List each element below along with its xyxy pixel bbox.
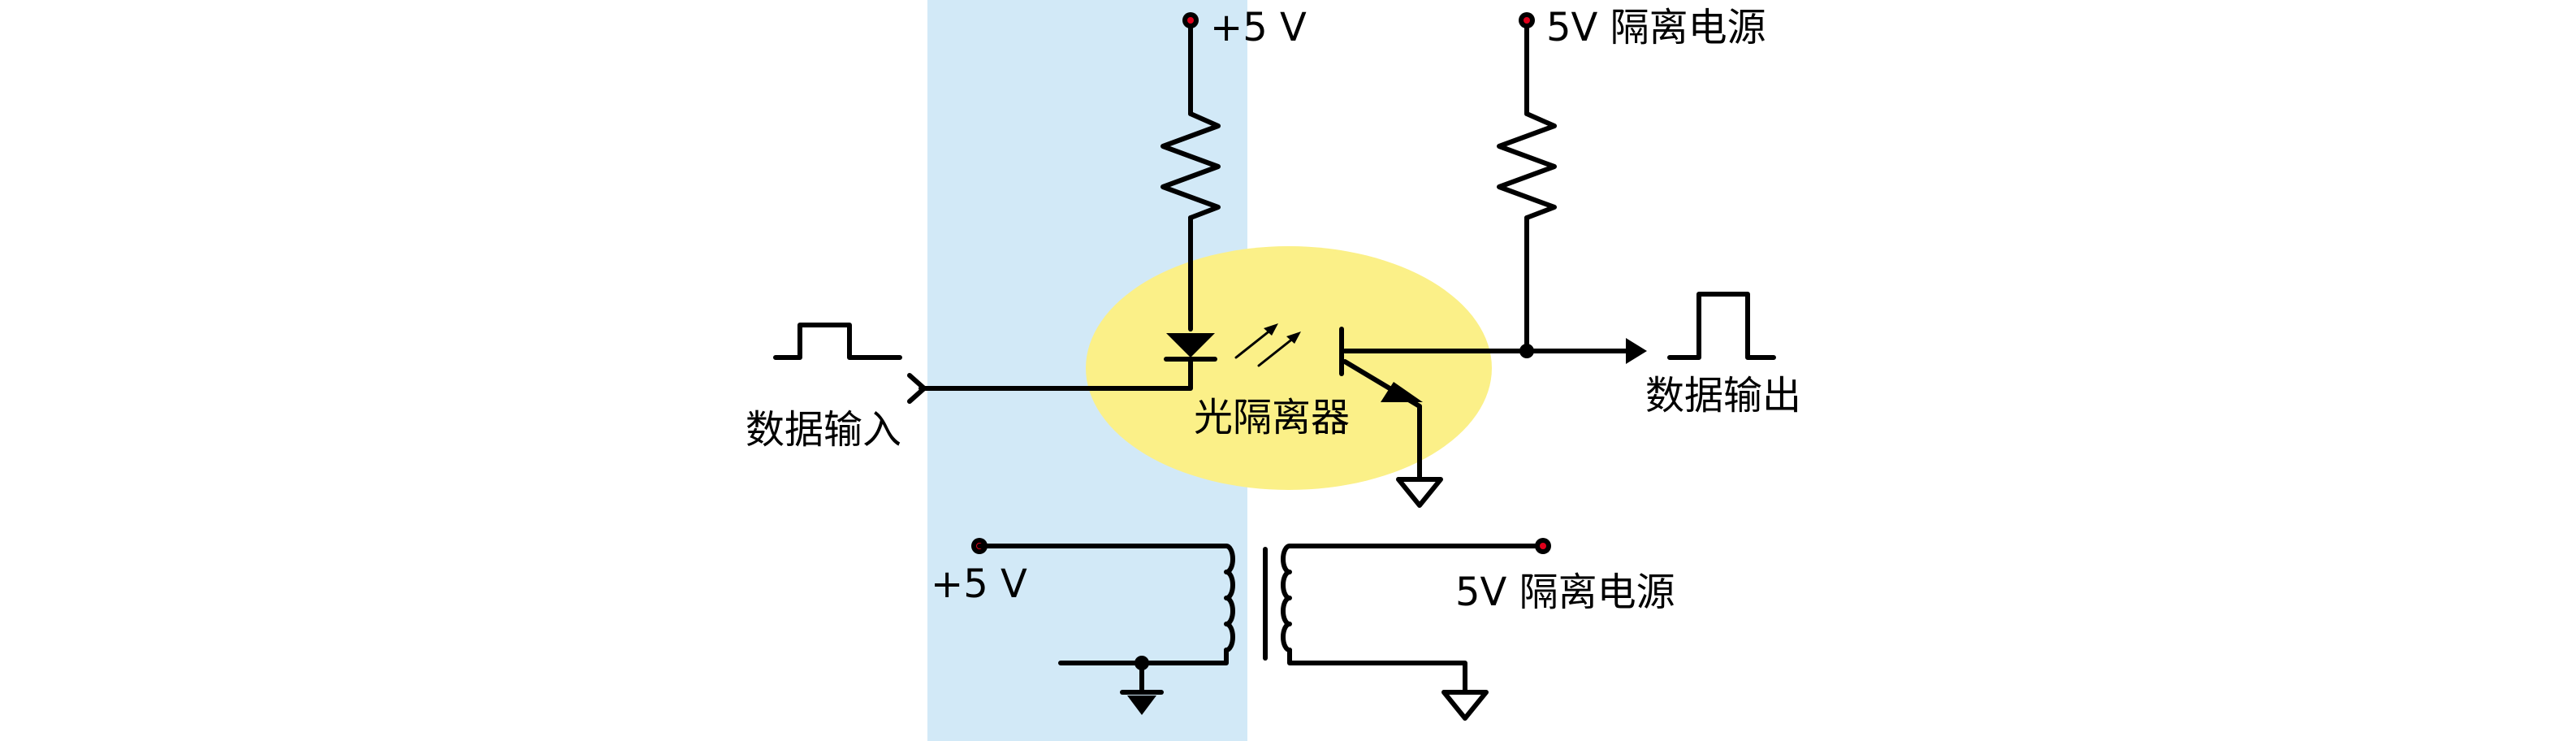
- supply-label-bottom-right: 5V 隔离电源: [1455, 570, 1675, 615]
- terminal-dot-top-right-center: [1524, 17, 1530, 24]
- primary-bottom-wire: [1058, 648, 1229, 665]
- optoisolator-highlight: [1086, 246, 1492, 490]
- primary-coil: [1224, 544, 1235, 652]
- secondary-bottom-wire: [1287, 648, 1467, 695]
- resistor-left: [1160, 111, 1221, 220]
- secondary-coil: [1281, 544, 1292, 652]
- supply-label-top-left: +5 V: [1210, 5, 1307, 50]
- output-pulse-icon: [1667, 292, 1776, 360]
- terminal-dot-top-left-center: [1187, 17, 1194, 24]
- data-input-label: 数据输入: [746, 407, 901, 453]
- optoisolator-label: 光隔离器: [1194, 395, 1350, 440]
- led-triangle: [1166, 333, 1215, 358]
- resistor-right: [1497, 111, 1557, 220]
- ground-triangle-opto: [1396, 477, 1443, 508]
- input-connector-chevron: [907, 373, 927, 404]
- supply-label-top-right: 5V 隔离电源: [1546, 5, 1766, 50]
- light-arrows-icon: [1234, 323, 1301, 367]
- emitter-line: [1342, 359, 1422, 482]
- output-arrow-icon: [1626, 338, 1647, 364]
- supply-label-bottom-left: +5 V: [931, 561, 1027, 607]
- led-to-input-wire: [918, 357, 1193, 391]
- emitter-arrow-icon: [1381, 382, 1423, 402]
- ground-symbol-primary: [1120, 690, 1164, 715]
- terminal-dot-bottom-right-center: [1540, 543, 1546, 549]
- ground-triangle-secondary: [1441, 690, 1489, 721]
- input-pulse-icon: [773, 323, 902, 360]
- data-output-label: 数据输出: [1645, 373, 1801, 418]
